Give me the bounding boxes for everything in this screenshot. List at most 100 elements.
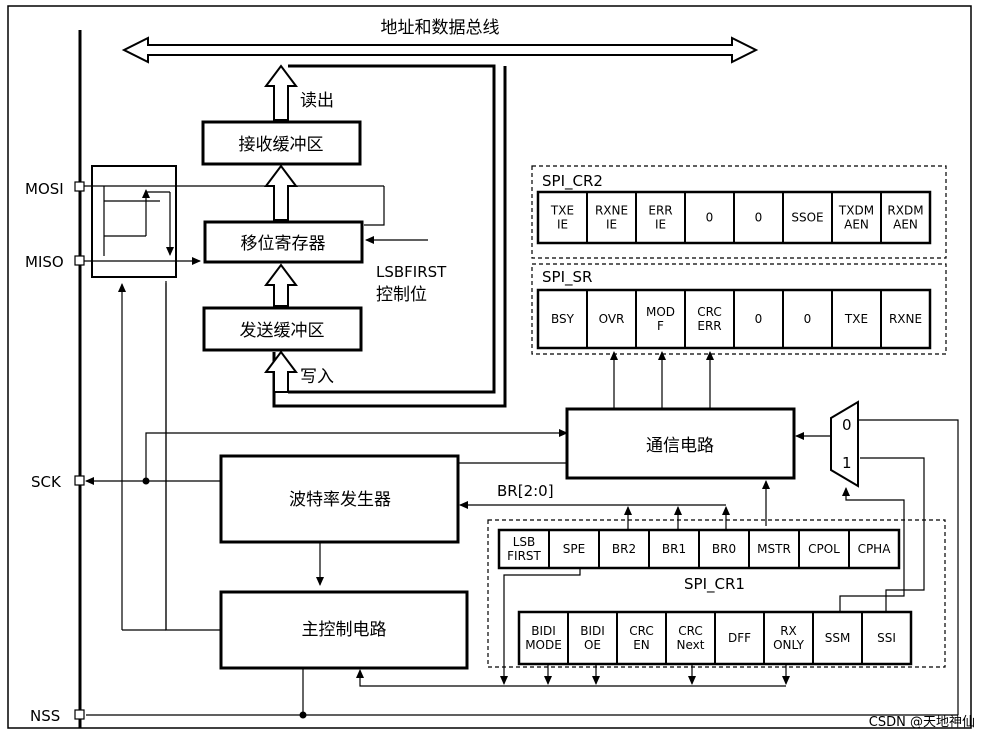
pin-sck: SCK <box>31 473 85 491</box>
cr1_bottom-bit-0-line-1: MODE <box>525 638 562 652</box>
svg-text:SCK: SCK <box>31 473 62 491</box>
br-bits-label: BR[2:0] <box>497 482 554 500</box>
sr-bit-4-line-0: 0 <box>755 312 763 326</box>
cr1_top-bit-2-line-0: BR2 <box>612 542 636 556</box>
cr1_bottom-bit-6-line-0: SSM <box>825 631 851 645</box>
sr-bit-5-line-0: 0 <box>804 312 812 326</box>
cr1_top-bit-7-line-0: CPHA <box>858 542 892 556</box>
nss-junction <box>299 711 307 719</box>
br-tap-wires <box>624 506 730 530</box>
cr1-dashed-frame <box>487 519 946 668</box>
mux-input-1: 1 <box>842 454 852 472</box>
cr2-bit-0-line-1: IE <box>557 218 568 232</box>
control-bus-wires <box>356 568 790 687</box>
cr2-bit-6-line-1: AEN <box>844 218 869 232</box>
sr-dashed-frame <box>531 263 947 355</box>
sr-flag-wires <box>610 351 714 408</box>
cr1_top-bit-0-line-1: FIRST <box>507 549 541 563</box>
lsbfirst-label-line2: 控制位 <box>376 285 427 305</box>
watermark: CSDN @天地神仙 <box>869 715 975 730</box>
cr2-bit-0-line-0: TXE <box>550 204 574 218</box>
cr1_bottom-bit-0-line-0: BIDI <box>531 624 556 638</box>
cr2-bit-7-line-1: AEN <box>893 218 918 232</box>
cr2-bit-7-line-0: RXDM <box>887 204 923 218</box>
cr1_bottom-bit-2-line-1: EN <box>633 638 650 652</box>
cr1_top-bit-6-line-0: CPOL <box>808 542 840 556</box>
nss-wires <box>86 419 959 716</box>
sr-bit-7-line-0: RXNE <box>889 312 922 326</box>
diagram-frame <box>7 5 972 729</box>
rx-load-arrow <box>264 164 298 221</box>
sr-bit-0-line-0: BSY <box>551 312 575 326</box>
baud-generator-label: 波特率发生器 <box>289 490 391 510</box>
bus-to-read-duct <box>288 64 496 394</box>
svg-text:MISO: MISO <box>25 253 64 271</box>
cr1_top-bit-1-line-0: SPE <box>563 542 585 556</box>
cr2-dashed-frame <box>531 165 947 259</box>
svg-text:NSS: NSS <box>30 707 60 725</box>
shift-out-wire <box>364 186 385 226</box>
cr2-bit-2-line-1: IE <box>655 218 666 232</box>
baud-generator-block <box>219 454 460 544</box>
comm-circuit-label: 通信电路 <box>646 436 714 456</box>
svg-text:MOSI: MOSI <box>25 180 64 198</box>
rx-buffer-block <box>201 120 362 166</box>
tx-buffer-label: 发送缓冲区 <box>240 321 325 341</box>
read-out-label: 读出 <box>300 91 334 111</box>
pin-switch-wires <box>84 185 384 265</box>
tx-load-arrow <box>264 263 298 307</box>
read-out-arrow <box>264 64 298 121</box>
sr-bit-1-line-0: OVR <box>599 312 625 326</box>
tx-buffer-block <box>202 306 363 352</box>
cr1_bottom-bit-4-line-0: DFF <box>728 631 751 645</box>
mux-control-wires <box>839 457 925 612</box>
cr1_bottom-bit-2-line-0: CRC <box>629 624 654 638</box>
shift-register-block <box>203 220 364 264</box>
cr1_bottom-bit-1-line-0: BIDI <box>580 624 605 638</box>
write-in-arrow <box>264 350 298 393</box>
rx-buffer-label: 接收缓冲区 <box>239 135 324 155</box>
cr1_top-bit-4-line-0: BR0 <box>712 542 736 556</box>
master-control-block <box>219 590 469 670</box>
cr2-bit-5-line-0: SSOE <box>791 211 823 225</box>
sr-bit-2-line-1: F <box>657 319 664 333</box>
sr-bit-2-line-0: MOD <box>646 305 675 319</box>
sr-bit-3-line-1: ERR <box>697 319 721 333</box>
cr1_bottom-bit-5-line-1: ONLY <box>773 638 805 652</box>
pin-miso: MISO <box>25 253 85 271</box>
cr2-bit-1-line-0: RXNE <box>595 204 628 218</box>
lsbfirst-label-line1: LSBFIRST <box>376 263 447 281</box>
shift-register-label: 移位寄存器 <box>241 234 326 254</box>
cr1_bottom-bit-3-line-0: CRC <box>678 624 703 638</box>
ss-mux <box>830 400 859 488</box>
cr2-bit-6-line-0: TXDM <box>838 204 874 218</box>
sr-name: SPI_SR <box>542 268 592 287</box>
pin-nss: NSS <box>30 707 85 725</box>
cr2-bit-4-line-0: 0 <box>755 211 763 225</box>
sr-bit-6-line-0: TXE <box>844 312 868 326</box>
cr1_bottom-bit-3-line-1: Next <box>677 638 705 652</box>
cr2-bit-1-line-1: IE <box>606 218 617 232</box>
write-in-label: 写入 <box>300 367 334 387</box>
pin-switch-box <box>91 165 177 278</box>
comm-circuit-block <box>565 407 796 480</box>
bus-label: 地址和数据总线 <box>381 18 500 38</box>
cr2-bit-2-line-0: ERR <box>648 204 672 218</box>
cr1_bottom-bit-7-line-0: SSI <box>877 631 896 645</box>
cr1_bottom-bit-5-line-0: RX <box>780 624 797 638</box>
cr1_bottom-bit-1-line-1: OE <box>584 638 601 652</box>
sr-bit-3-line-0: CRC <box>697 305 722 319</box>
master-control-label: 主控制电路 <box>302 620 387 640</box>
cr1-name: SPI_CR1 <box>684 575 745 594</box>
cr1_top-bit-3-line-0: BR1 <box>662 542 686 556</box>
sck-junction <box>142 477 150 485</box>
cr1_top-bit-0-line-0: LSB <box>513 535 536 549</box>
cr2-name: SPI_CR2 <box>542 172 603 191</box>
cr2-bit-3-line-0: 0 <box>706 211 714 225</box>
bus-arrow <box>121 36 759 64</box>
